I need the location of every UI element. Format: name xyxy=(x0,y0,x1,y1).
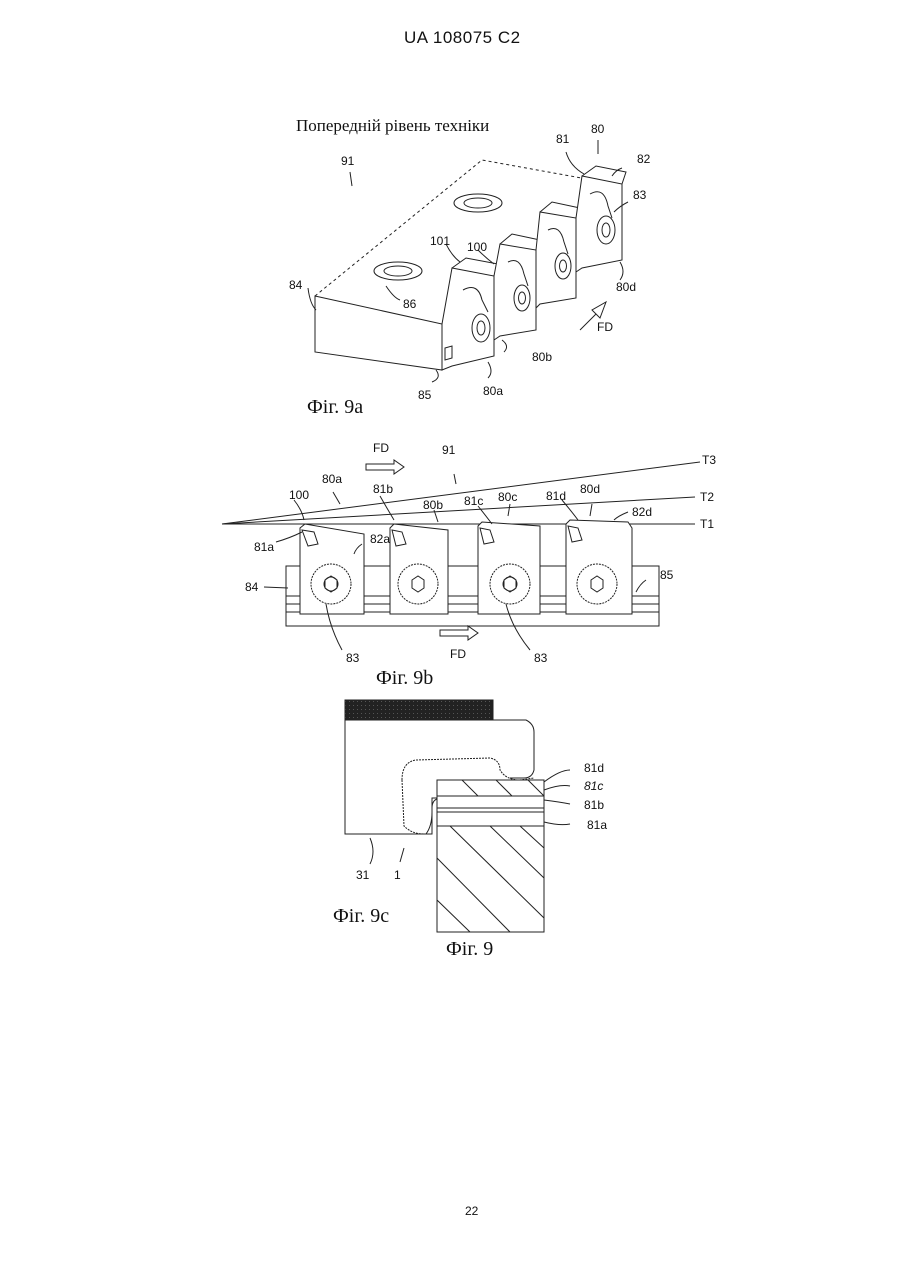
label-80b-9b: 80b xyxy=(423,498,443,512)
label-T1: T1 xyxy=(700,517,714,531)
label-84-9b: 84 xyxy=(245,580,258,594)
label-83-right: 83 xyxy=(534,651,547,665)
label-85-9b: 85 xyxy=(660,568,673,582)
label-81c: 81c xyxy=(464,494,483,508)
label-83: 83 xyxy=(633,188,646,202)
label-91-9b: 91 xyxy=(442,443,455,457)
label-81a-9b: 81a xyxy=(254,540,274,554)
label-80a-9b: 80a xyxy=(322,472,342,486)
label-80d: 80d xyxy=(616,280,636,294)
insert-80b-side xyxy=(390,524,448,614)
label-80a: 80a xyxy=(483,384,503,398)
label-84: 84 xyxy=(289,278,302,292)
label-31: 31 xyxy=(356,868,369,882)
label-fd-bottom: FD xyxy=(450,647,466,661)
insert-80c-side xyxy=(478,522,540,614)
fig-9-caption: Фіг. 9 xyxy=(446,938,493,961)
label-83-left: 83 xyxy=(346,651,359,665)
fig-9c-caption: Фіг. 9c xyxy=(333,905,389,928)
insert-stack xyxy=(437,780,544,932)
label-100: 100 xyxy=(467,240,487,254)
insert-80d xyxy=(576,166,626,272)
label-86: 86 xyxy=(403,297,416,311)
fig-9b-caption: Фіг. 9b xyxy=(376,667,433,690)
insert-80a-side xyxy=(300,524,364,614)
insert-80d-side xyxy=(566,520,632,614)
fig-9c-drawing xyxy=(345,700,570,932)
label-81b: 81b xyxy=(373,482,393,496)
label-91: 91 xyxy=(341,154,354,168)
label-1: 1 xyxy=(394,868,401,882)
label-81d: 81d xyxy=(546,489,566,503)
fig-9a-title: Попередній рівень техніки xyxy=(296,116,489,136)
label-80: 80 xyxy=(591,122,604,136)
label-T2: T2 xyxy=(700,490,714,504)
label-81b-9c: 81b xyxy=(584,798,604,812)
label-81c-9c: 81c xyxy=(584,779,603,793)
label-101: 101 xyxy=(430,234,450,248)
label-81a-9c: 81a xyxy=(587,818,607,832)
fig-9a-drawing xyxy=(308,140,628,382)
fig-9a-caption: Фіг. 9a xyxy=(307,396,363,419)
label-81: 81 xyxy=(556,132,569,146)
label-81d-9c: 81d xyxy=(584,761,604,775)
dark-band xyxy=(345,700,493,720)
label-82: 82 xyxy=(637,152,650,166)
insert-80b xyxy=(494,234,540,340)
insert-80a xyxy=(442,258,498,370)
insert-80c xyxy=(536,202,580,308)
label-100-9b: 100 xyxy=(289,488,309,502)
label-80c: 80c xyxy=(498,490,517,504)
label-80b: 80b xyxy=(532,350,552,364)
label-82d: 82d xyxy=(632,505,652,519)
label-82a: 82a xyxy=(370,532,390,546)
page-number: 22 xyxy=(465,1204,478,1218)
label-fd-9a: FD xyxy=(597,320,613,334)
label-fd-top: FD xyxy=(373,441,389,455)
label-85: 85 xyxy=(418,388,431,402)
label-T3: T3 xyxy=(702,453,716,467)
label-80d-9b: 80d xyxy=(580,482,600,496)
